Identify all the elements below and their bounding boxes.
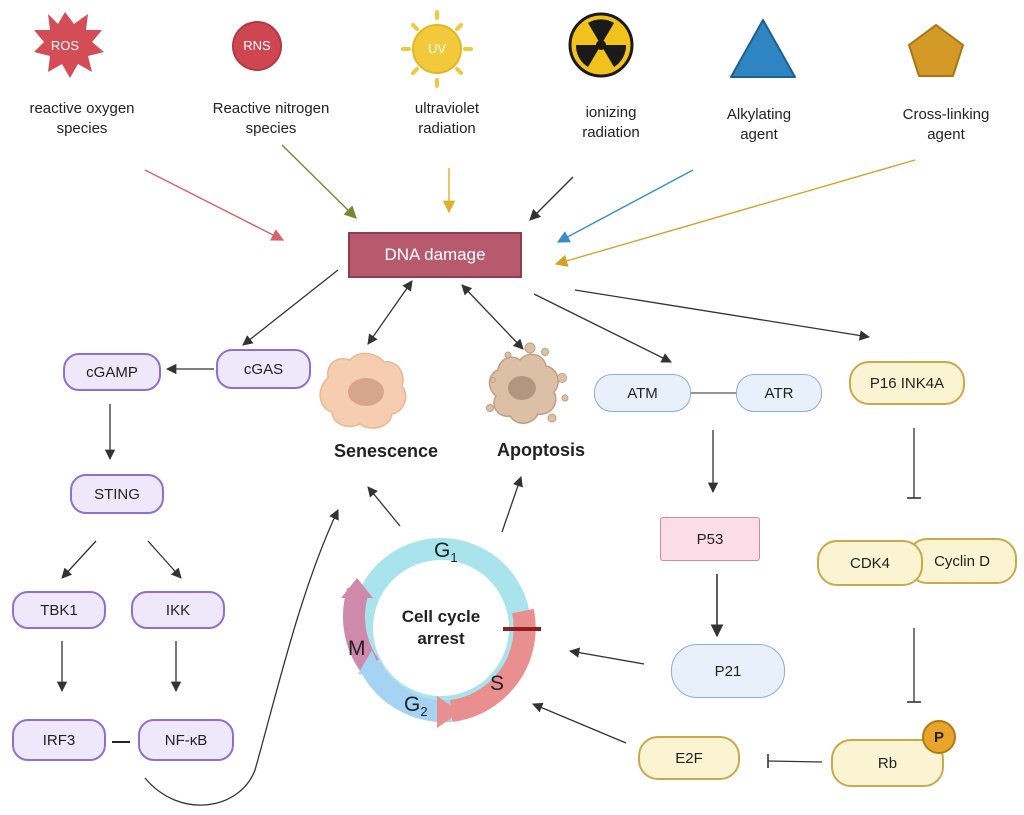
g2-label: G2 [404, 693, 428, 720]
dna-apoptosis-arrow [461, 284, 524, 350]
m-phase-arc [343, 587, 380, 673]
radiation-icon [568, 12, 634, 78]
tbk1-node: TBK1 [12, 591, 106, 629]
atr-node: ATR [736, 374, 822, 412]
dna-senescence-arrow [367, 280, 413, 345]
rns-badge: RNS [243, 38, 271, 53]
senescence-label: Senescence [333, 441, 439, 461]
alkylating-triangle-icon [730, 19, 796, 78]
cdk4-inhibits-rb [907, 628, 921, 703]
atm-node: ATM [594, 374, 691, 412]
s-label: S [490, 672, 505, 695]
apoptosis-cell-icon [486, 342, 569, 424]
cgas-node: cGAS [216, 349, 311, 389]
ros-arrow [144, 169, 285, 241]
ikk-node: IKK [131, 591, 225, 629]
alkylating-arrow [556, 169, 694, 243]
ros-badge: ROS [50, 38, 80, 53]
apoptosis-label: Apoptosis [497, 440, 585, 460]
m-label: M [348, 637, 366, 660]
ros-icon [34, 12, 104, 78]
sting-to-tbk1-arrow [61, 540, 97, 579]
phosphate-badge: P [922, 720, 956, 754]
p21-node: P21 [671, 644, 785, 698]
dna-damage-box: DNA damage [348, 232, 522, 278]
cgamp-node: cGAMP [63, 353, 161, 391]
e2f-to-cycle-arrow [532, 702, 627, 744]
p16-inhibits-cdk4 [907, 428, 921, 499]
cell-cycle-ring [341, 538, 541, 728]
cycle-to-senescence-arrow [367, 486, 401, 527]
dna-to-cgas-arrow [242, 269, 339, 346]
p53-node: P53 [660, 517, 760, 561]
rns-arrow [281, 144, 357, 219]
e2f-node: E2F [638, 736, 740, 780]
p16-ink4a-node: P16 INK4A [849, 361, 965, 405]
crosslinking-pentagon-icon [908, 24, 964, 77]
nfkb-node: NF-κB [138, 719, 234, 761]
crosslinking-arrow [554, 159, 916, 267]
ionizing-arrow [529, 176, 574, 221]
dna-to-p16-arrow [574, 289, 871, 341]
irf3-node: IRF3 [12, 719, 106, 761]
senescence-cell-icon [319, 352, 407, 429]
cyclin-d-node: Cyclin D [907, 538, 1017, 584]
p21-to-cycle-arrow [568, 647, 645, 665]
dna-to-atm-arrow [533, 293, 672, 363]
cdk4-node: CDK4 [817, 540, 923, 586]
sun-icon [401, 10, 473, 88]
sting-node: STING [70, 474, 164, 514]
uv-badge: UV [427, 41, 447, 56]
rb-inhibits-e2f [767, 754, 823, 768]
g1-label: G1 [434, 539, 458, 566]
sting-to-ikk-arrow [147, 540, 182, 579]
rns-icon [232, 21, 282, 71]
cycle-to-apoptosis-arrow [501, 476, 523, 533]
nfkb-to-senescence-arrow [144, 509, 339, 806]
